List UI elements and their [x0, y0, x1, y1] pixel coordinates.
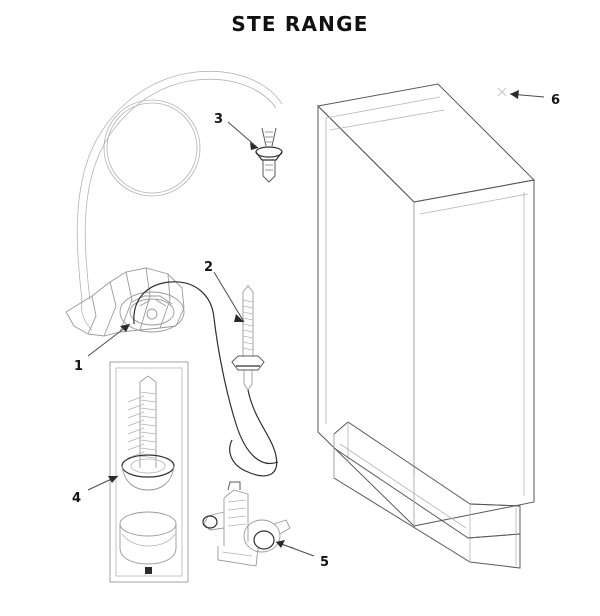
callout-2: 2: [204, 260, 214, 275]
bottom-trough: [333, 421, 521, 569]
supply-tube-loop: [76, 70, 283, 331]
orifice-rod: [229, 285, 278, 477]
gas-fitting: [255, 127, 283, 183]
leader-arrow-3: [250, 142, 258, 150]
leader-arrow-2: [234, 314, 244, 322]
callout-6: 6: [551, 93, 561, 108]
callout-1: 1: [74, 359, 84, 374]
burner-igniter-assembly: [65, 267, 279, 464]
leader-line-2: [213, 271, 245, 323]
side-panel: [316, 83, 536, 528]
leader-line-3: [227, 121, 259, 149]
callout-3: 3: [214, 112, 224, 127]
leader-arrow-6: [510, 90, 519, 99]
callout-4: 4: [72, 491, 82, 506]
leader-arrow-5: [276, 540, 285, 548]
gas-valve-assembly: [202, 481, 295, 567]
leader-arrow-1: [120, 324, 130, 332]
callout-5: 5: [320, 555, 330, 570]
leader-line-1: [87, 323, 131, 357]
leader-arrow-4: [108, 476, 118, 483]
burner-cap-panel: [109, 361, 189, 583]
side-panel-tick: [497, 87, 507, 97]
page-title: STE RANGE: [231, 12, 369, 36]
